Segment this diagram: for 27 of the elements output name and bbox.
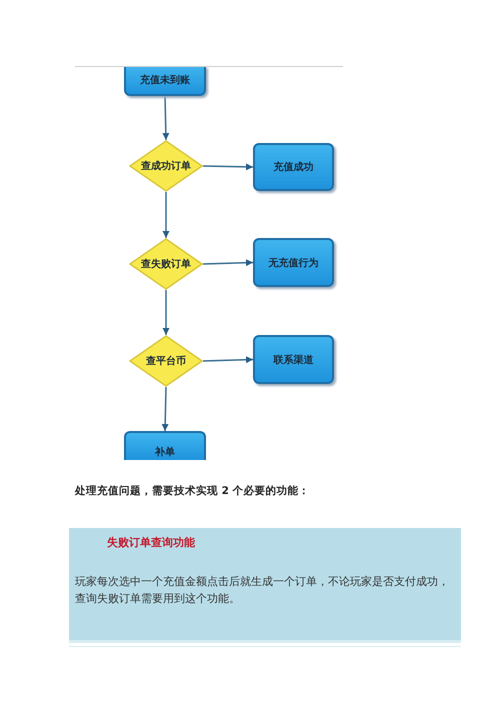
process-box <box>253 143 334 191</box>
panel-text: 玩家每次选中一个充值金额点击后就生成一个订单，不论玩家是否支付成功，查询失败订单需要用到这个功能。 <box>75 574 450 607</box>
decision-diamond <box>129 335 203 387</box>
box-label: 充值成功 <box>274 160 314 174</box>
diamond-label: 查成功订单 <box>141 160 191 173</box>
intro-text: 处理充值问题，需要技术实现 2 个必要的功能： <box>75 484 310 498</box>
process-box <box>124 431 206 460</box>
arrow <box>202 259 254 266</box>
process-box <box>253 238 334 287</box>
arrow <box>162 192 170 238</box>
arrow <box>202 163 254 170</box>
process-box <box>124 66 206 96</box>
panel-heading: 失败订单查询功能 <box>107 535 195 550</box>
box-label: 充值未到账 <box>140 73 190 87</box>
diamond-label: 查失败订单 <box>141 258 191 271</box>
arrow <box>202 356 254 364</box>
diamond-label: 查平台币 <box>146 354 186 368</box>
process-box <box>253 335 334 384</box>
decision-diamond <box>129 238 203 290</box>
arrow <box>162 290 170 335</box>
box-label: 联系渠道 <box>274 354 314 366</box>
arrow <box>162 386 169 432</box>
info-panel <box>69 528 461 643</box>
arrow <box>162 96 170 140</box>
box-label: 无充值行为 <box>268 256 318 270</box>
box-label: 补单 <box>155 445 175 459</box>
decision-diamond <box>129 140 203 192</box>
